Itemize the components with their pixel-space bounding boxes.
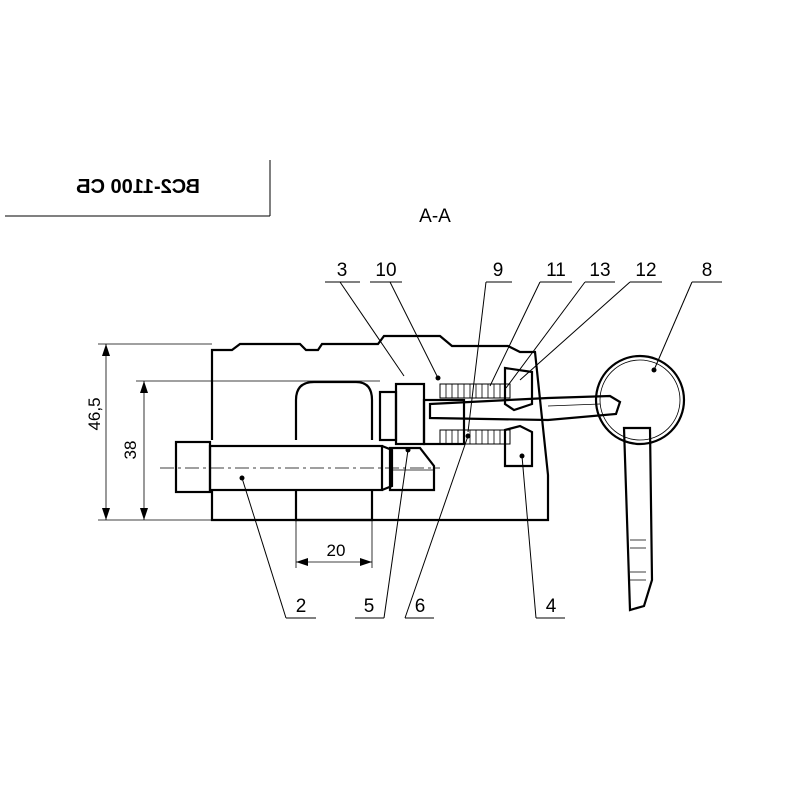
callout-11: 11 [546, 260, 566, 281]
callout-5: 5 [364, 596, 375, 617]
dim-20: 20 [327, 541, 346, 560]
pin-springs [439, 383, 511, 445]
dim-46-5: 46,5 [85, 397, 104, 430]
callout-8: 8 [702, 260, 713, 281]
callout-9: 9 [493, 260, 504, 281]
dim-38: 38 [121, 441, 140, 460]
callout-3: 3 [337, 260, 348, 281]
callout-6: 6 [415, 596, 426, 617]
dimension-overall-height: 46,5 [85, 343, 212, 521]
bolt-part-2 [160, 440, 440, 494]
drawing-number: ВС2-1100 СБ [76, 176, 200, 198]
lock-body [210, 334, 550, 522]
section-label: А-А [419, 206, 451, 227]
cylinder-mechanism [378, 366, 534, 492]
top-callouts: 3 10 9 11 13 12 8 [325, 260, 722, 433]
callout-13: 13 [589, 260, 610, 281]
dimension-inner-height: 38 [121, 380, 380, 520]
title-block: ВС2-1100 СБ [5, 160, 271, 217]
key-part-8 [428, 354, 686, 612]
leader-dots [239, 367, 657, 481]
callout-2: 2 [296, 596, 307, 617]
bottom-callouts: 2 5 6 4 [241, 435, 565, 619]
dimension-width: 20 [295, 520, 373, 568]
callout-12: 12 [635, 260, 656, 281]
callout-10: 10 [375, 260, 396, 281]
callout-4: 4 [546, 596, 557, 617]
